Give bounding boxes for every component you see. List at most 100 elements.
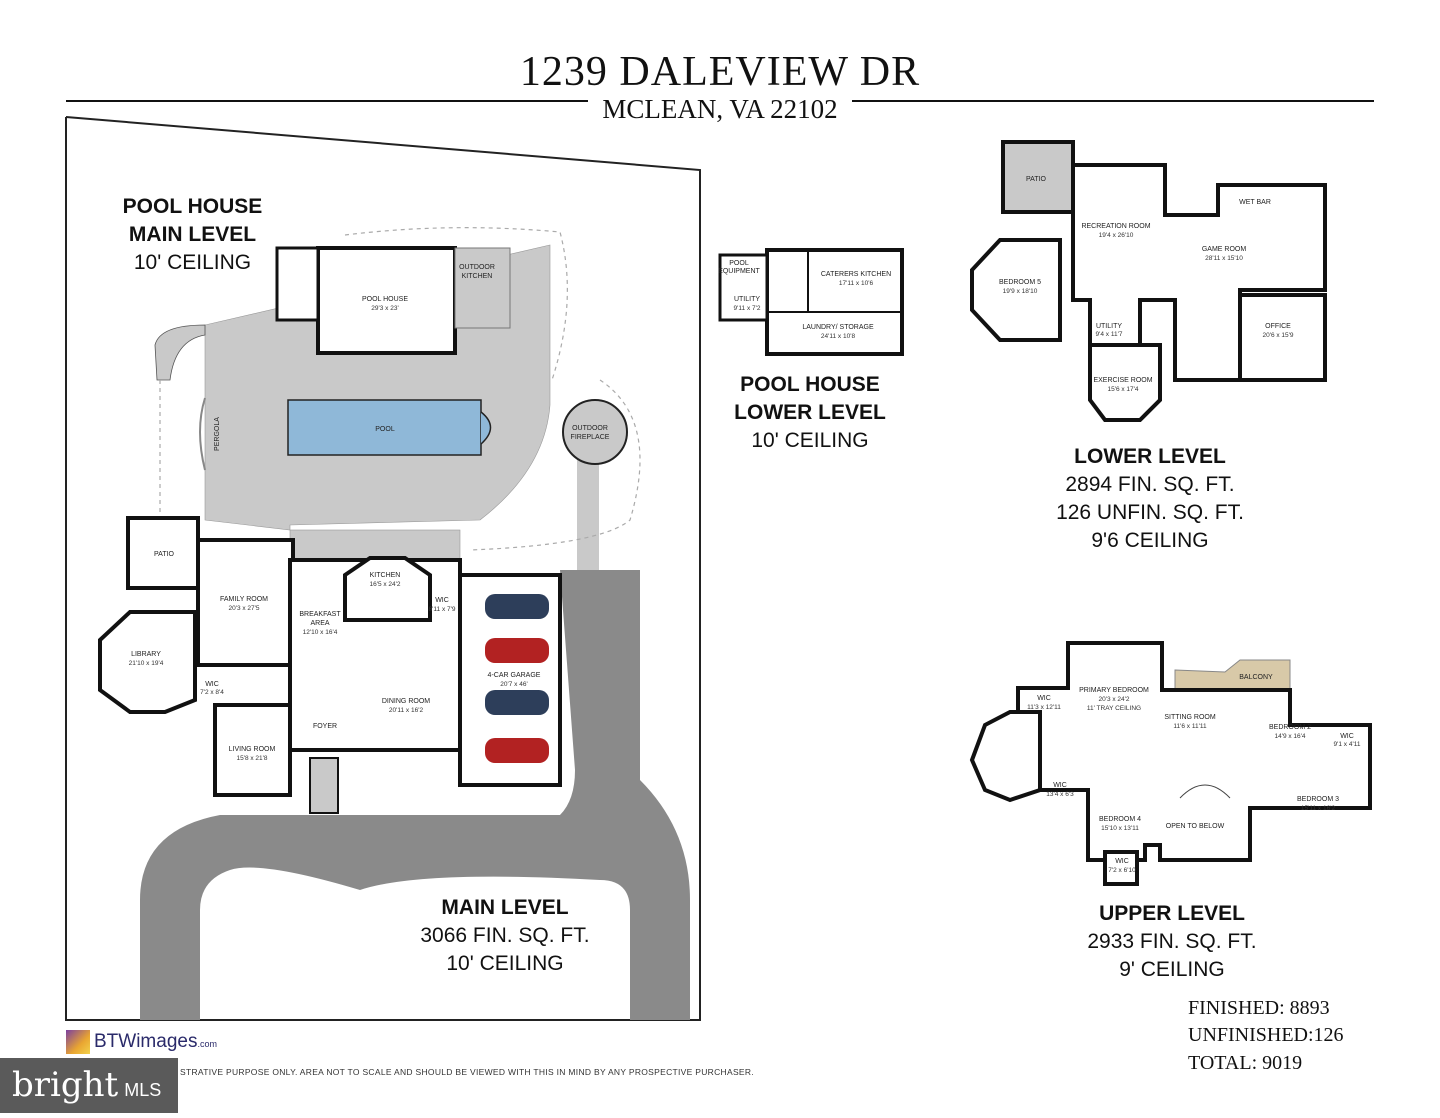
room-label-outdoor-kitchen: OUTDOOR <box>459 264 495 271</box>
room-label-outdoor-fireplace: OUTDOOR <box>572 425 608 432</box>
room-label-exercise: EXERCISE ROOM <box>1093 377 1152 384</box>
room-label-breakfast-2: AREA <box>310 620 329 627</box>
room-label-laundry-storage: LAUNDRY/ STORAGE <box>802 324 874 331</box>
room-ceiling-primary: 11' TRAY CEILING <box>1087 705 1141 712</box>
room-label-pergola: PERGOLA <box>214 417 221 451</box>
page-subtitle: MCLEAN, VA 22102 <box>0 94 1440 125</box>
stair-curve <box>154 324 206 381</box>
room-label-outdoor-fireplace-2: FIREPLACE <box>571 434 610 441</box>
stepping-stones <box>159 227 641 551</box>
room-dim-pool-house: 29'3 x 23' <box>371 305 398 312</box>
room-label-open-below: OPEN TO BELOW <box>1166 823 1225 830</box>
room-label-wic-primary: WIC <box>1037 695 1051 702</box>
side-walk <box>577 450 599 570</box>
room-label-family-room: FAMILY ROOM <box>220 596 268 603</box>
room-label-wic-b2: WIC <box>1340 733 1354 740</box>
room-label-pool-house: POOL HOUSE <box>362 296 408 303</box>
room-dim-recreation: 19'4 x 26'10 <box>1099 232 1134 239</box>
room-label-wet-bar: WET BAR <box>1239 199 1271 206</box>
page-title: 1239 DALEVIEW DR <box>519 49 921 95</box>
room-dim-sitting: 11'6 x 11'11 <box>1173 723 1207 730</box>
disclaimer: STRATIVE PURPOSE ONLY. AREA NOT TO SCALE… <box>180 1067 754 1077</box>
room-dim-utility-pool: 9'11 x 7'2 <box>734 305 761 312</box>
lower-level-walls <box>970 140 1327 422</box>
room-dim-wic-kitchen: 8'11 x 7'9 <box>429 606 456 613</box>
room-label-office: OFFICE <box>1265 323 1291 330</box>
label-upper-level: UPPER LEVEL 2933 FIN. SQ. FT. 9' CEILING <box>1087 902 1257 981</box>
room-dim-caterers: 17'11 x 10'6 <box>839 280 874 287</box>
room-dim-office: 20'6 x 15'9 <box>1262 332 1293 339</box>
room-dim-breakfast: 12'10 x 16'4 <box>303 629 338 636</box>
room-label-balcony: BALCONY <box>1239 674 1273 681</box>
room-dim-family-room: 20'3 x 27'5 <box>228 605 259 612</box>
room-label-outdoor-kitchen-2: KITCHEN <box>462 273 493 280</box>
garage-cars <box>485 594 549 763</box>
room-dim-library: 21'10 x 19'4 <box>129 660 164 667</box>
driveway <box>140 570 690 1020</box>
room-label-wic-upper2: WIC <box>1053 782 1067 789</box>
label-lower-level: LOWER LEVEL 2894 FIN. SQ. FT. 126 UNFIN.… <box>1056 445 1244 552</box>
room-dim-laundry-storage: 24'11 x 10'8 <box>821 333 856 340</box>
room-label-utility-pool: UTILITY <box>734 296 760 303</box>
room-label-pool: POOL <box>375 426 395 433</box>
room-label-sitting: SITTING ROOM <box>1164 714 1216 721</box>
room-label-utility-lower: UTILITY <box>1096 323 1122 330</box>
room-dim-garage: 20'7 x 46' <box>500 681 527 688</box>
upper-level-walls <box>969 641 1372 886</box>
room-label-pool-equipment-2: EQUIPMENT <box>718 268 760 275</box>
room-dim-game-room: 28'11 x 15'10 <box>1205 255 1243 262</box>
total-unfinished: UNFINISHED:126 <box>1188 1024 1344 1046</box>
room-dim-kitchen: 16'5 x 24'2 <box>369 581 400 588</box>
room-label-wic-main: WIC <box>205 681 219 688</box>
room-label-patio-lower: PATIO <box>1026 176 1047 183</box>
label-pool-lower: POOL HOUSE LOWER LEVEL 10' CEILING <box>734 373 886 452</box>
pool-house-outline <box>316 246 457 355</box>
room-dim-bedroom4: 15'10 x 13'11 <box>1101 825 1139 832</box>
room-dim-wic-b2: 9'1 x 4'11 <box>1334 741 1361 748</box>
room-dim-dining: 20'11 x 16'2 <box>389 707 424 714</box>
room-label-primary: PRIMARY BEDROOM <box>1079 687 1149 694</box>
room-dim-exercise: 15'6 x 17'4 <box>1107 386 1138 393</box>
room-label-kitchen: KITCHEN <box>370 572 401 579</box>
room-label-game-room: GAME ROOM <box>1202 246 1247 253</box>
room-label-recreation: RECREATION ROOM <box>1081 223 1150 230</box>
room-label-pool-equipment: POOL <box>729 260 749 267</box>
room-dim-utility-lower: 9'4 x 11'7 <box>1096 331 1123 338</box>
room-label-library: LIBRARY <box>131 651 161 658</box>
room-dim-bedroom3: 15'11 x 16'2 <box>1301 805 1336 812</box>
room-dim-wic-b4: 7'2 x 6'10 <box>1108 867 1136 874</box>
room-dim-wic-main: 7'2 x 8'4 <box>200 689 224 696</box>
property-line <box>65 116 701 1021</box>
room-label-living: LIVING ROOM <box>229 746 276 753</box>
room-label-foyer: FOYER <box>313 723 337 730</box>
btw-logo: BTWimages.com <box>66 1030 217 1054</box>
pool-lower-outline <box>765 248 904 356</box>
pergola <box>199 397 206 471</box>
room-label-bedroom2: BEDROOM 2 <box>1269 724 1311 731</box>
total-sqft: TOTAL: 9019 <box>1188 1052 1303 1074</box>
room-dim-living: 15'8 x 21'8 <box>236 755 267 762</box>
room-label-bedroom4: BEDROOM 4 <box>1099 816 1141 823</box>
label-pool-main: POOL HOUSE MAIN LEVEL 10' CEILING <box>122 195 263 274</box>
room-label-wic-kitchen: WIC <box>435 597 449 604</box>
room-label-garage: 4-CAR GARAGE <box>488 672 541 679</box>
room-dim-bedroom5: 19'9 x 18'10 <box>1003 288 1038 295</box>
label-main-level: MAIN LEVEL 3066 FIN. SQ. FT. 10' CEILING <box>420 896 590 975</box>
room-dim-wic-primary: 11'3 x 12'11 <box>1027 704 1061 711</box>
room-label-patio-main: PATIO <box>154 551 175 558</box>
room-label-wic-b4: WIC <box>1115 858 1129 865</box>
room-label-breakfast: BREAKFAST <box>299 611 341 618</box>
btw-logo-icon <box>66 1030 90 1054</box>
outdoor-fireplace-patio <box>562 399 628 465</box>
room-dim-bedroom2: 14'9 x 16'4 <box>1274 733 1305 740</box>
pool <box>287 399 482 456</box>
total-finished: FINISHED: 8893 <box>1188 997 1330 1019</box>
room-dim-primary: 20'3 x 24'2 <box>1098 696 1129 703</box>
room-label-caterers: CATERERS KITCHEN <box>821 271 891 278</box>
room-label-dining: DINING ROOM <box>382 698 430 705</box>
room-label-bedroom3: BEDROOM 3 <box>1297 796 1339 803</box>
room-label-bedroom5: BEDROOM 5 <box>999 279 1041 286</box>
balcony <box>1174 659 1291 691</box>
